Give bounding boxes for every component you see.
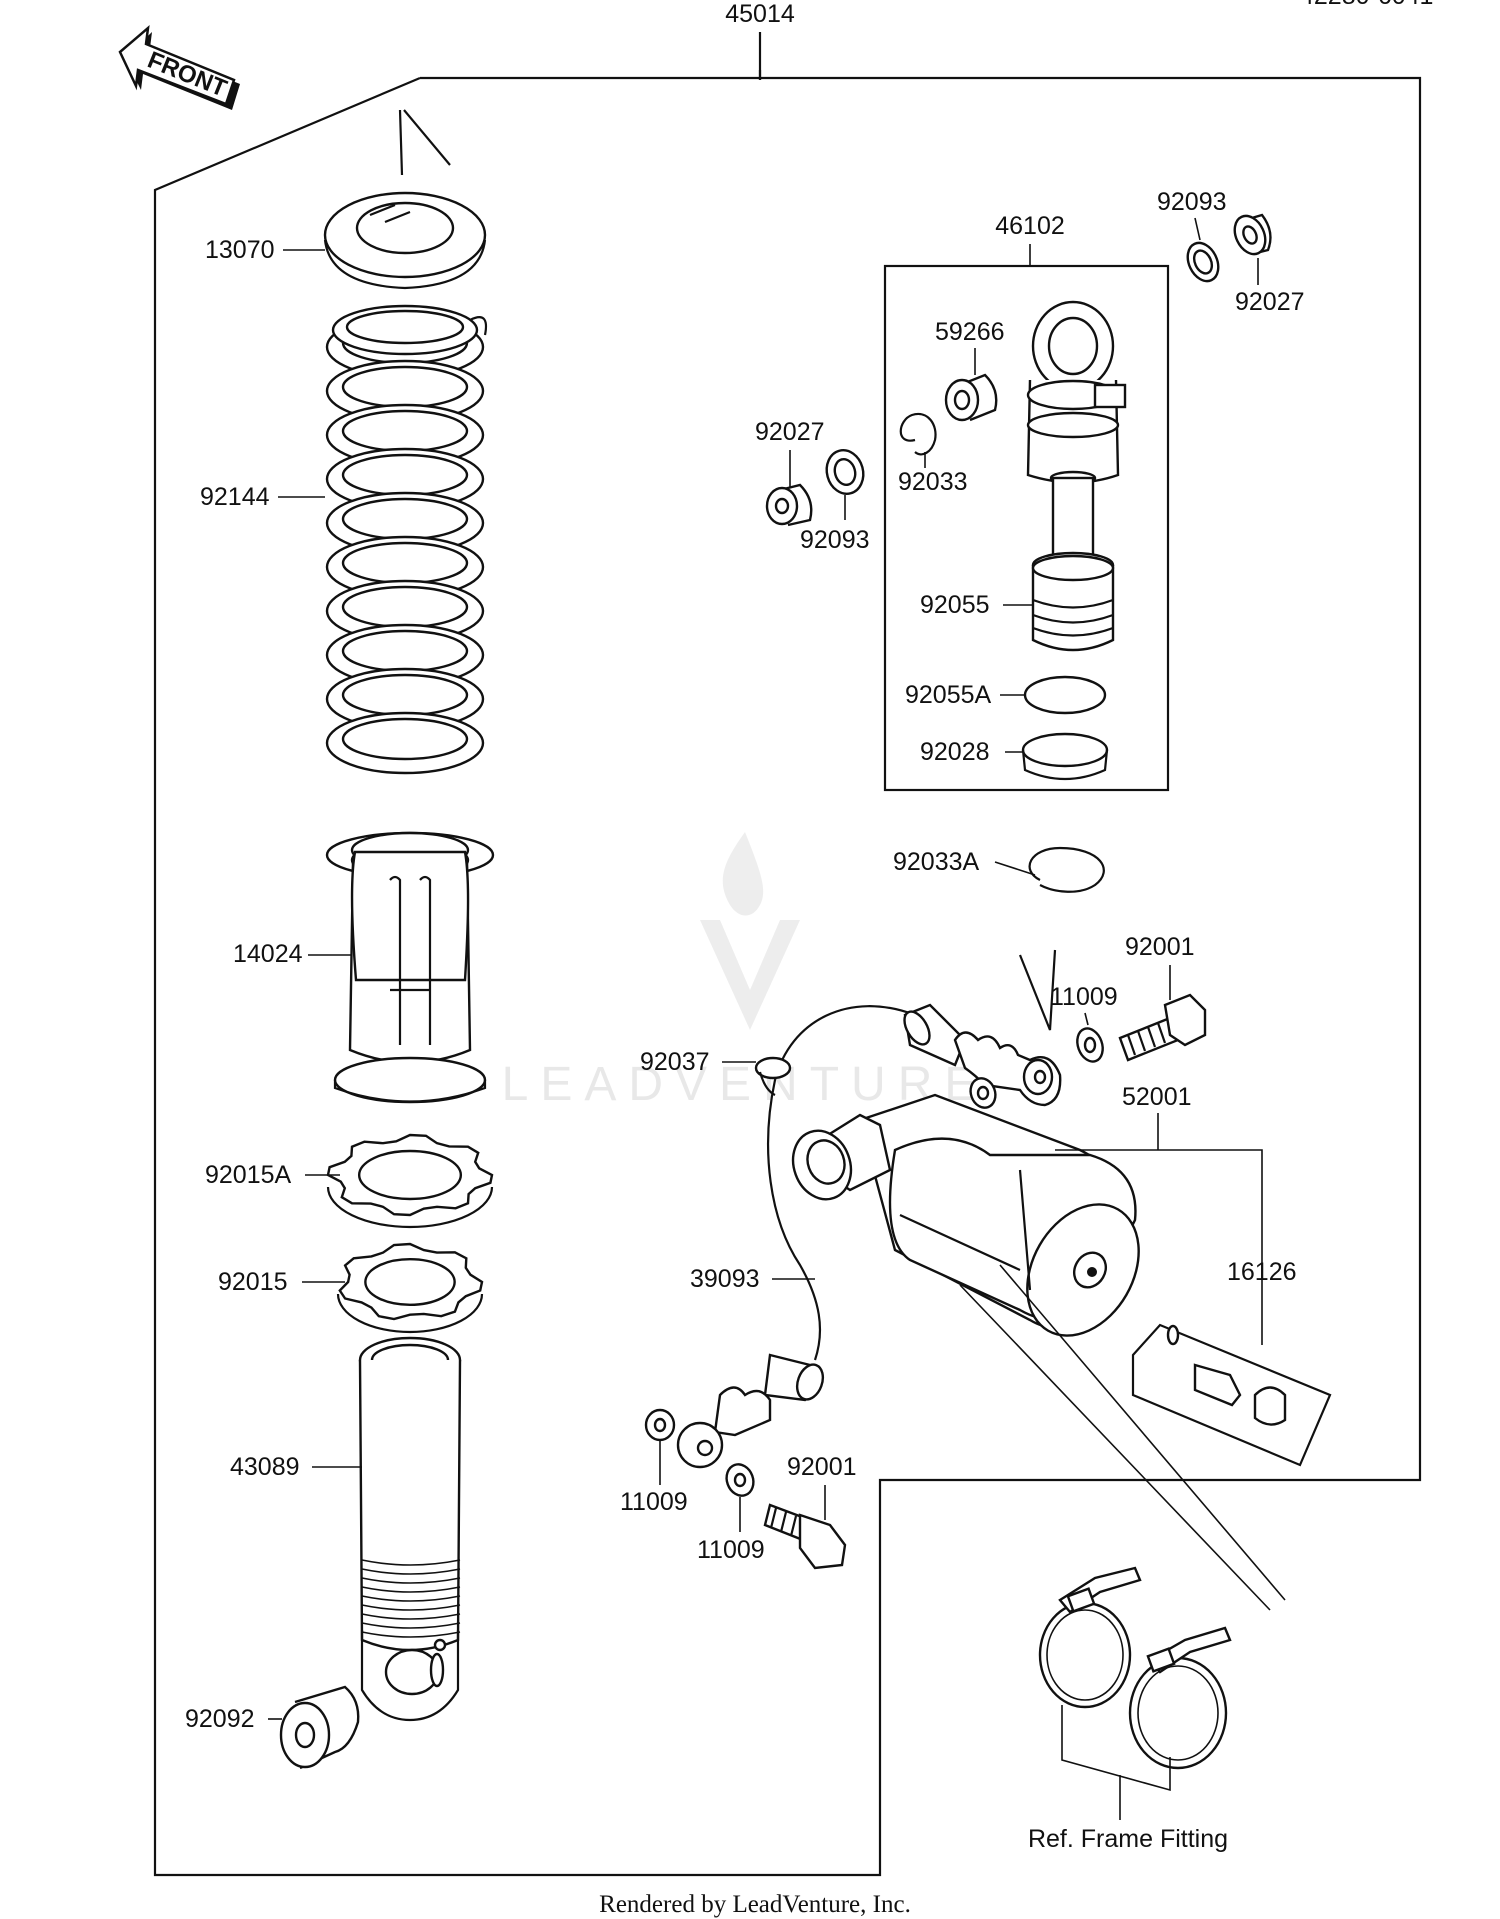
label-92027-left: 92027 [755, 418, 825, 446]
label-92015: 92015 [218, 1268, 288, 1296]
bolt-92001-upper[interactable] [1118, 993, 1207, 1062]
ref-bracket [1061, 1705, 1171, 1820]
circlip-92033A[interactable] [1028, 846, 1105, 893]
label-92144: 92144 [200, 483, 270, 511]
label-92093-top: 92093 [1157, 188, 1227, 216]
label-46102: 46102 [995, 212, 1065, 240]
label-52001: 52001 [1122, 1083, 1192, 1111]
reservoir-52001[interactable] [784, 1093, 1162, 1356]
label-45014: 45014 [725, 0, 795, 28]
label-92001-upper: 92001 [1125, 933, 1195, 961]
washer-hose-upper [969, 1077, 997, 1109]
label-92001-lower: 92001 [787, 1453, 857, 1481]
nut-92015[interactable] [336, 1242, 484, 1334]
lower-body-43089[interactable] [358, 1336, 462, 1722]
watermark-v-icon [700, 920, 800, 1030]
label-43089: 43089 [230, 1453, 300, 1481]
hidden-line-mark [398, 109, 451, 176]
label-ref-frame-fitting: Ref. Frame Fitting [1028, 1825, 1228, 1853]
footer-credit: Rendered by LeadVenture, Inc. [599, 1891, 911, 1918]
hidden-line-mark-2 [1018, 949, 1057, 1031]
label-11009-upper: 11009 [1050, 983, 1118, 1011]
label-92055A: 92055A [905, 681, 992, 709]
label-39093: 39093 [690, 1265, 760, 1293]
spring-guide-14024[interactable] [325, 831, 495, 1104]
label-11009-lower-left: 11009 [620, 1488, 688, 1516]
hose-clamp-left[interactable] [1038, 1566, 1142, 1709]
washer-11009-upper[interactable] [1073, 1025, 1107, 1065]
label-13070: 13070 [205, 236, 275, 264]
label-92027-top: 92027 [1235, 288, 1305, 316]
spring-92144[interactable] [325, 304, 488, 775]
threads-43089 [361, 1559, 461, 1638]
valve-kit-16126[interactable] [1131, 1323, 1332, 1467]
label-16126: 16126 [1227, 1258, 1297, 1286]
kit-46102-frame [883, 264, 1170, 792]
circlip-92033[interactable] [899, 412, 937, 456]
washer-11009-lower-left[interactable] [644, 1408, 676, 1442]
damper-rod-46102[interactable] [1026, 300, 1127, 652]
watermark-text: LEADVENTURE [502, 1058, 989, 1111]
washer-11009-lower-right[interactable] [722, 1461, 757, 1500]
ring-92055A[interactable] [1023, 675, 1107, 715]
watermark: LEADVENTURE [502, 832, 989, 1111]
bolt-92001-lower[interactable] [763, 1503, 847, 1570]
corner-code: 42280-6041 [1300, 0, 1433, 10]
label-92028: 92028 [920, 738, 990, 766]
label-92015A: 92015A [205, 1161, 292, 1189]
label-59266: 59266 [935, 318, 1005, 346]
lock-nut-92015A[interactable] [326, 1133, 494, 1229]
label-92093-left: 92093 [800, 526, 870, 554]
collar-92027-top[interactable] [1229, 211, 1272, 259]
clamp-reference-lines [959, 1264, 1286, 1611]
seal-92093-left[interactable] [822, 446, 868, 498]
watermark-flame-icon [722, 832, 764, 916]
bushing-92092[interactable] [279, 1685, 360, 1770]
label-92092: 92092 [185, 1705, 255, 1733]
hose-clamp-right[interactable] [1128, 1626, 1232, 1770]
spring-seat-13070[interactable] [323, 191, 487, 290]
label-14024: 14024 [233, 940, 303, 968]
clip-92037[interactable] [754, 1056, 792, 1096]
label-92037: 92037 [640, 1048, 710, 1076]
label-11009-lower-right: 11009 [697, 1536, 765, 1564]
collar-92027-left[interactable] [765, 483, 813, 527]
seal-92093-top[interactable] [1182, 238, 1224, 286]
hose-39093[interactable] [767, 1003, 1062, 1361]
label-92033: 92033 [898, 468, 968, 496]
ring-92028[interactable] [1021, 732, 1109, 781]
front-arrow-icon: FRONT [118, 24, 240, 110]
bushing-59266[interactable] [944, 373, 998, 422]
label-92055: 92055 [920, 591, 990, 619]
label-92033A: 92033A [893, 848, 980, 876]
front-label: FRONT [144, 47, 231, 103]
hose-fitting-lower [676, 1353, 825, 1469]
